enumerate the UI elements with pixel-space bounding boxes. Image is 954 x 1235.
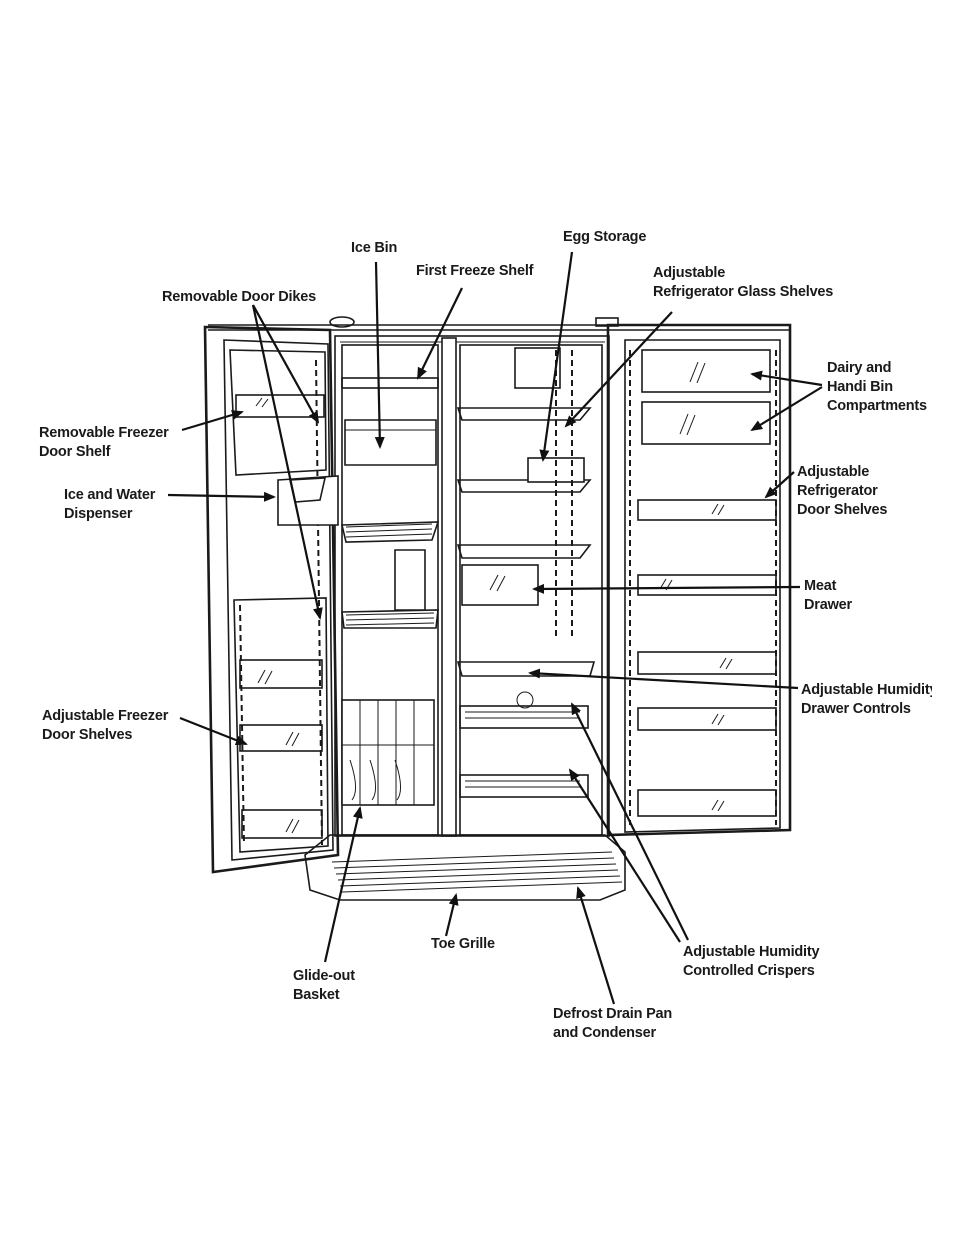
arrow-crispers-lower [568, 768, 681, 943]
arrow-dispenser [167, 491, 276, 502]
label-removable-freezer-door-shelf: Removable Freezer Door Shelf [39, 425, 169, 460]
label-toe-grille: Toe Grille [431, 936, 495, 952]
label-adjustable-glass-shelves: Adjustable Refrigerator Glass Shelves [653, 265, 834, 300]
label-first-freeze-shelf: First Freeze Shelf [416, 263, 534, 279]
freezer-door [203, 325, 340, 874]
freezer-compartment [340, 344, 440, 836]
arrow-ice-bin [374, 261, 385, 449]
arrow-freezer-door-shelf [181, 410, 244, 432]
label-defrost-drain-pan: Defrost Drain Pan and Condenser [553, 1006, 673, 1041]
label-adjustable-refrigerator-door-shelves: Adjustable Refrigerator Door Shelves [797, 464, 888, 518]
label-meat-drawer: Meat Drawer [804, 578, 852, 613]
arrow-meat-drawer [532, 583, 801, 594]
glide-out-basket [341, 699, 435, 806]
arrow-toe-grille [444, 893, 459, 937]
arrow-glide-out-basket [323, 806, 363, 963]
refrigerator-door [606, 323, 792, 837]
label-ice-water-dispenser: Ice and Water Dispenser [64, 487, 156, 522]
label-adjustable-freezer-door-shelves: Adjustable Freezer Door Shelves [42, 708, 169, 743]
label-removable-door-dikes: Removable Door Dikes [162, 289, 316, 305]
arrow-refrigerator-door-shelves [764, 471, 795, 499]
cabinet-outline [208, 316, 790, 901]
arrow-door-dikes-upper [252, 304, 319, 424]
ice-water-dispenser [277, 475, 339, 526]
fresh-food-compartment [456, 344, 603, 836]
freezer-wire-shelves [340, 521, 440, 629]
arrow-crispers-upper [571, 702, 689, 941]
label-humidity-drawer-controls: Adjustable Humidity Drawer Controls [801, 682, 932, 717]
arrow-humidity-controls [528, 668, 799, 690]
arrow-door-dikes-lower [251, 304, 323, 620]
humidity-crispers [459, 705, 589, 798]
arrow-egg-storage [539, 251, 574, 462]
arrow-first-freeze-shelf [417, 287, 463, 380]
label-dairy-handi-bin: Dairy and Handi Bin Compartments [827, 360, 927, 414]
toe-grille [331, 851, 623, 893]
arrow-glass-shelves [564, 311, 673, 428]
arrow-freezer-door-shelves [179, 716, 248, 746]
callout-arrows [167, 251, 823, 1005]
dairy-bins [641, 349, 771, 445]
refrigerator-door-shelves [637, 499, 777, 817]
label-glide-out-basket: Glide-out Basket [293, 968, 355, 1003]
refrigerator-glass-shelves [456, 407, 592, 559]
label-ice-bin: Ice Bin [351, 240, 398, 256]
arrow-dairy-lower [750, 386, 823, 432]
label-egg-storage: Egg Storage [563, 229, 647, 245]
arrow-dairy-upper [750, 370, 823, 387]
label-adjustable-humidity-crispers: Adjustable Humidity Controlled Crispers [683, 944, 820, 979]
arrow-defrost-drain-pan [576, 886, 616, 1005]
